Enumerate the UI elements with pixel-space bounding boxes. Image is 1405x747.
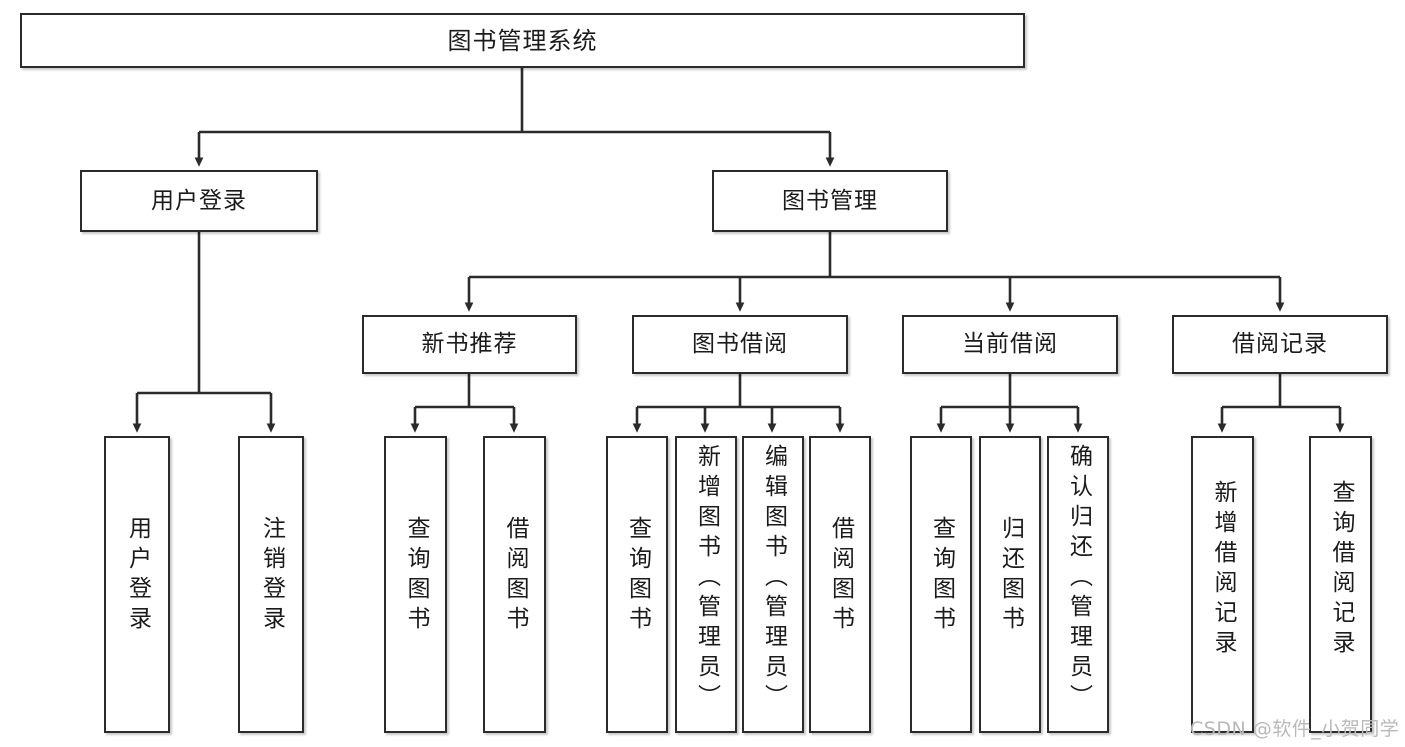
node-current-borrow[interactable]: 当前借阅 xyxy=(902,315,1118,374)
node-borrow-record-label: 借阅记录 xyxy=(1232,331,1328,357)
leaf-borrow-book-borrow-label: 借阅图书 xyxy=(827,516,854,636)
leaf-add-book-admin-label: 新增图书（管理员） xyxy=(693,444,720,714)
leaf-query-book-borrow[interactable]: 查询图书 xyxy=(606,436,668,733)
node-book-borrow[interactable]: 图书借阅 xyxy=(632,315,848,374)
leaf-borrow-book-borrow[interactable]: 借阅图书 xyxy=(809,436,871,733)
node-user-login[interactable]: 用户登录 xyxy=(80,170,318,232)
leaf-user-login-label: 用户登录 xyxy=(124,516,151,636)
leaf-query-book-current-label: 查询图书 xyxy=(928,516,955,636)
leaf-return-book-label: 归还图书 xyxy=(997,516,1024,636)
leaf-confirm-return-admin[interactable]: 确认归还（管理员） xyxy=(1047,436,1109,733)
node-user-login-label: 用户登录 xyxy=(151,187,247,214)
leaf-query-book-current[interactable]: 查询图书 xyxy=(910,436,972,733)
leaf-logout-label: 注销登录 xyxy=(258,516,285,636)
leaf-edit-book-admin-label: 编辑图书（管理员） xyxy=(760,444,787,714)
node-root-label: 图书管理系统 xyxy=(447,26,598,55)
leaf-add-borrow-record[interactable]: 新增借阅记录 xyxy=(1191,436,1254,733)
node-book-management-label: 图书管理 xyxy=(782,187,878,214)
leaf-add-borrow-record-label: 新增借阅记录 xyxy=(1210,480,1236,660)
node-book-borrow-label: 图书借阅 xyxy=(692,331,788,357)
leaf-borrow-book-recommend[interactable]: 借阅图书 xyxy=(483,436,546,733)
leaf-edit-book-admin[interactable]: 编辑图书（管理员） xyxy=(742,436,804,733)
leaf-return-book[interactable]: 归还图书 xyxy=(979,436,1041,733)
csdn-watermark: CSDN @软件_小贺同学 xyxy=(1190,718,1400,740)
leaf-borrow-book-recommend-label: 借阅图书 xyxy=(502,516,528,636)
leaf-confirm-return-admin-label: 确认归还（管理员） xyxy=(1065,444,1092,714)
leaf-logout[interactable]: 注销登录 xyxy=(238,436,304,733)
leaf-query-book-recommend[interactable]: 查询图书 xyxy=(384,436,447,733)
leaf-add-book-admin[interactable]: 新增图书（管理员） xyxy=(675,436,737,733)
leaf-query-borrow-record-label: 查询借阅记录 xyxy=(1328,480,1354,660)
leaf-query-book-recommend-label: 查询图书 xyxy=(403,516,429,636)
leaf-query-borrow-record[interactable]: 查询借阅记录 xyxy=(1309,436,1372,733)
node-borrow-record[interactable]: 借阅记录 xyxy=(1172,315,1388,374)
node-new-book-recommend[interactable]: 新书推荐 xyxy=(362,315,577,374)
leaf-user-login[interactable]: 用户登录 xyxy=(104,436,170,733)
node-book-management[interactable]: 图书管理 xyxy=(712,170,948,232)
node-root[interactable]: 图书管理系统 xyxy=(20,13,1025,68)
node-new-book-recommend-label: 新书推荐 xyxy=(421,331,518,357)
leaf-query-book-borrow-label: 查询图书 xyxy=(624,516,651,636)
node-current-borrow-label: 当前借阅 xyxy=(962,331,1058,357)
